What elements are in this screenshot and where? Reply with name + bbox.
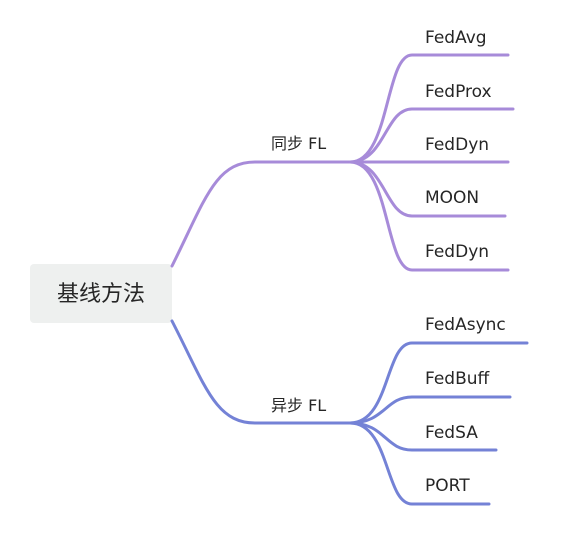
root-node-label: 基线方法 bbox=[57, 282, 145, 307]
branch-label-async-fl[interactable]: 异步 FL bbox=[271, 396, 326, 415]
root-node[interactable]: 基线方法 bbox=[30, 264, 172, 323]
leaf-item[interactable]: FedAvg bbox=[348, 28, 510, 164]
edge-async-fl-to-leaf-1 bbox=[348, 395, 512, 425]
leaf-label: FedDyn bbox=[425, 135, 489, 155]
edge-async-fl-to-leaf-0 bbox=[348, 341, 529, 425]
edge-async-fl-to-leaf-3 bbox=[348, 421, 491, 506]
leaf-item[interactable]: PORT bbox=[348, 421, 491, 506]
leaf-item[interactable]: FedDyn bbox=[348, 135, 510, 164]
leaf-label: FedDyn bbox=[425, 242, 489, 262]
leaf-item[interactable]: FedBuff bbox=[348, 369, 512, 425]
edge-sync-fl-to-leaf-0 bbox=[348, 53, 510, 164]
edge-root-to-sync-fl bbox=[170, 160, 352, 268]
leaf-label: FedAvg bbox=[425, 28, 487, 48]
leaf-label: MOON bbox=[425, 188, 479, 208]
leaf-item[interactable]: FedAsync bbox=[348, 315, 529, 425]
edge-sync-fl-to-leaf-4 bbox=[348, 160, 510, 272]
edge-sync-fl-to-leaf-1 bbox=[348, 107, 515, 164]
leaf-label: FedAsync bbox=[425, 315, 506, 335]
edge-root-to-async-fl bbox=[170, 319, 352, 425]
branch-async-fl: 异步 FL FedAsync FedBuff FedSA PORT bbox=[170, 315, 529, 506]
branch-label-sync-fl[interactable]: 同步 FL bbox=[271, 134, 326, 153]
leaf-label: FedBuff bbox=[425, 369, 491, 389]
leaf-item[interactable]: FedProx bbox=[348, 82, 515, 164]
root-node-box bbox=[30, 264, 172, 323]
leaf-label: FedSA bbox=[425, 423, 478, 443]
leaf-label: PORT bbox=[425, 476, 470, 496]
leaf-item[interactable]: FedDyn bbox=[348, 160, 510, 272]
branch-sync-fl: 同步 FL FedAvg FedProx FedDyn MOON FedDyn bbox=[170, 28, 515, 272]
leaf-item[interactable]: MOON bbox=[348, 160, 507, 218]
leaf-label: FedProx bbox=[425, 82, 492, 102]
